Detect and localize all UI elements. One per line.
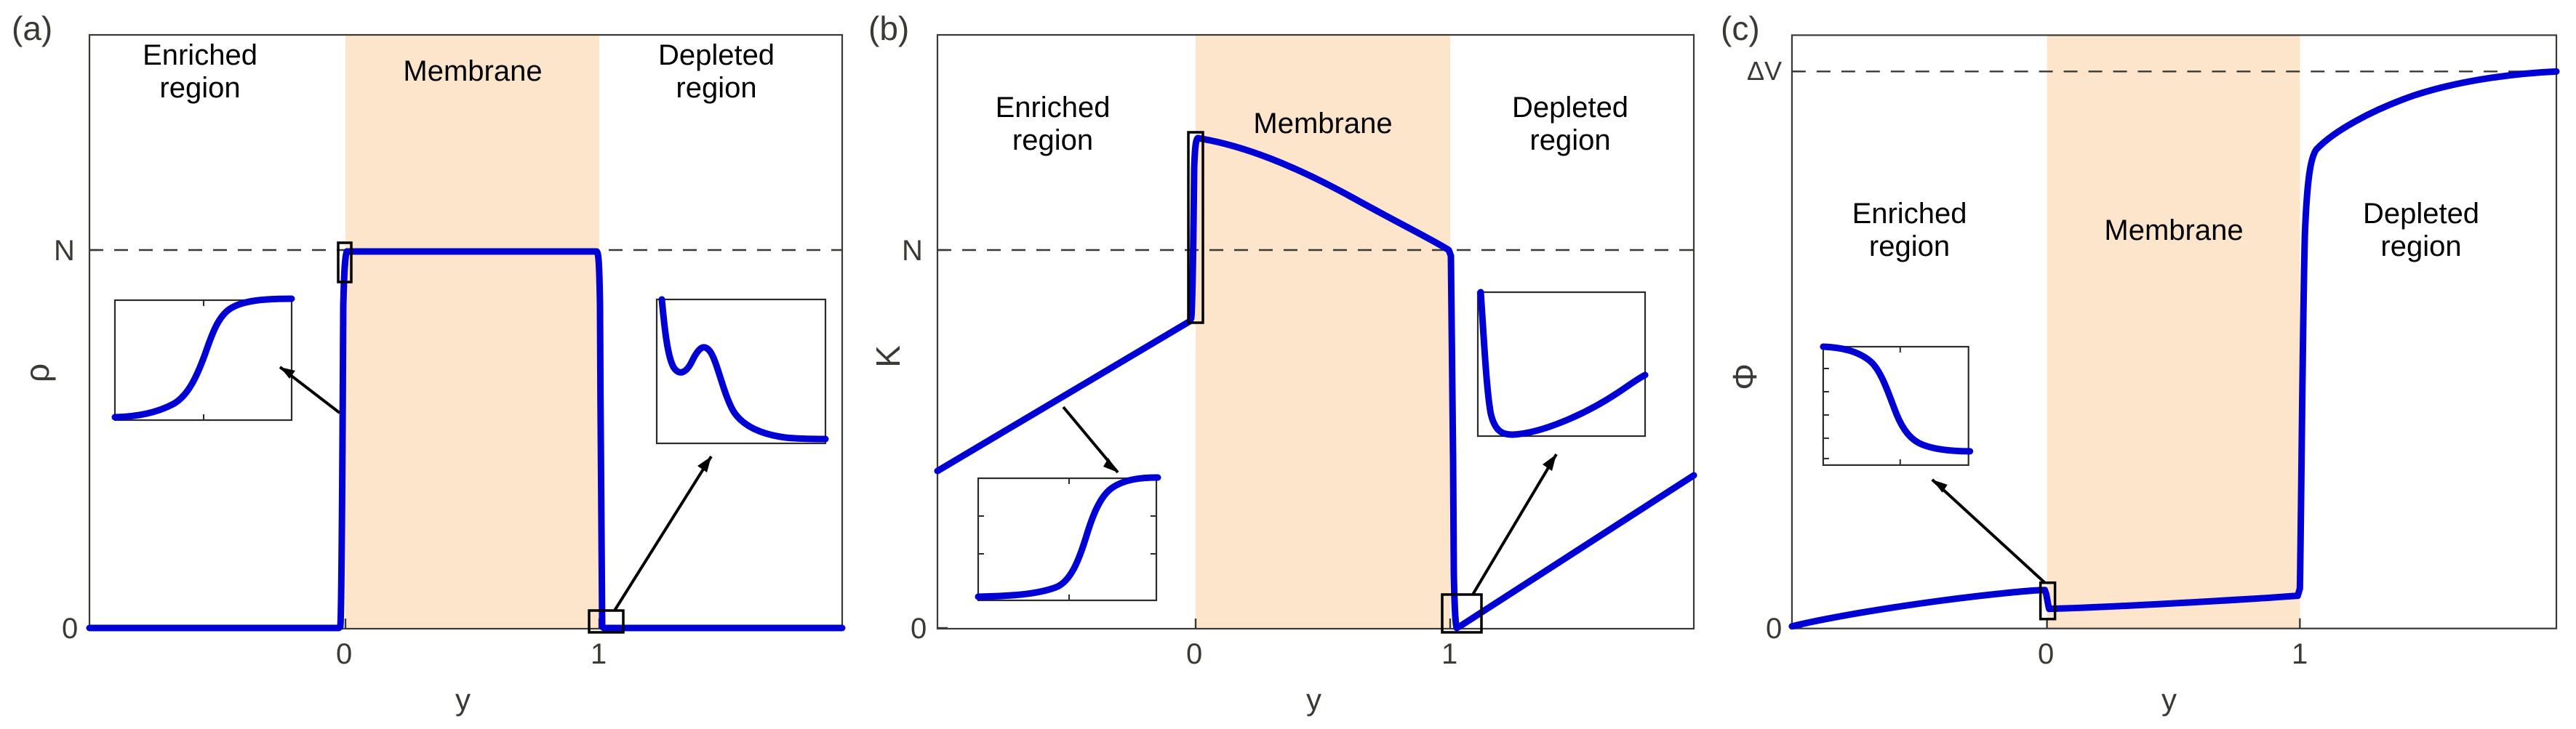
phi-curve <box>1788 68 2560 630</box>
inset-right <box>1476 289 1649 438</box>
inset-left-curve <box>111 295 295 421</box>
callout-arrow-right <box>613 455 713 612</box>
panel-a-plot <box>86 33 846 634</box>
panel-b-plot <box>934 33 1697 634</box>
inset-right-frame <box>1476 291 1647 438</box>
inset-left <box>111 295 295 422</box>
rho-curve <box>86 248 846 632</box>
magnifier-box-left <box>337 241 353 283</box>
membrane-band <box>1196 35 1450 629</box>
panel-a: (a) Enriched region Membrane Depleted re… <box>0 0 859 729</box>
axes-box <box>1791 34 2558 629</box>
axes-box <box>936 33 1695 630</box>
axes-box <box>88 33 844 630</box>
inset-left <box>1820 343 1974 466</box>
callout-arrow-left <box>1062 406 1119 474</box>
inset-right-curve <box>1477 289 1649 438</box>
membrane-band <box>2047 35 2300 629</box>
callout-arrow-left <box>279 366 341 414</box>
magnifier-box-left <box>2039 581 2057 621</box>
inset-right <box>655 296 829 445</box>
magnifier-box-right <box>1441 593 1483 634</box>
callout-arrow-left <box>1931 478 2046 584</box>
inset-left-curve <box>1820 343 1974 455</box>
callout-arrow-right <box>1471 453 1558 596</box>
k-curve <box>934 134 1697 632</box>
panel-c-plot <box>1788 34 2560 630</box>
membrane-band <box>345 35 599 629</box>
magnifier-box-left <box>1187 131 1204 324</box>
panel-c: (c) Enriched region Membrane Depleted re… <box>1716 0 2575 729</box>
magnifier-box-right <box>588 609 625 634</box>
inset-left <box>975 474 1161 602</box>
inset-left-curve <box>975 474 1161 600</box>
inset-right-curve <box>658 296 829 443</box>
panel-b: (b) Enriched region Membrane Depleted re… <box>858 0 1717 729</box>
